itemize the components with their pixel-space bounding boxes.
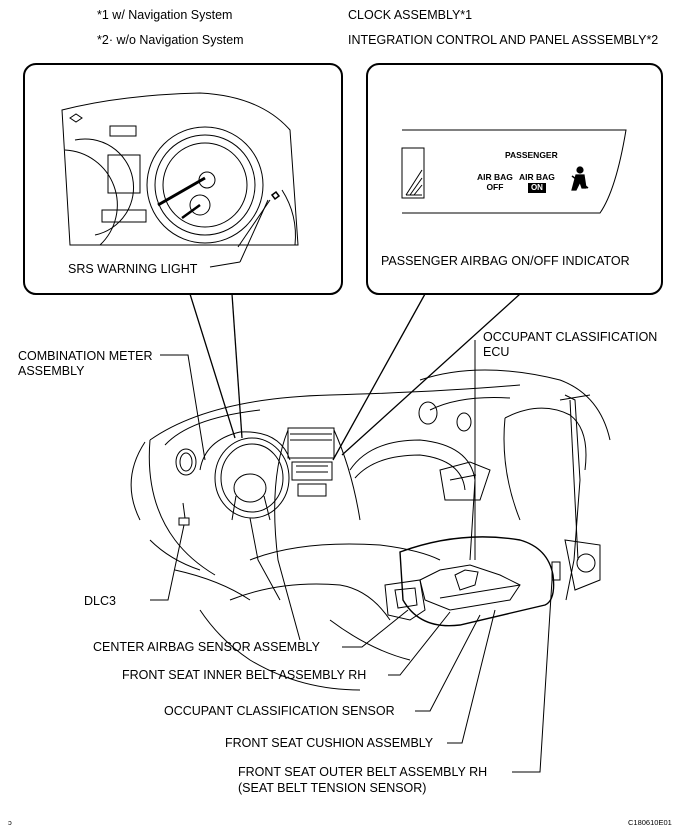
inset-leader-1 xyxy=(189,293,236,439)
seat-cushion-outline xyxy=(399,536,555,627)
label-combination-meter-line2: ASSEMBLY xyxy=(18,364,85,378)
indicator-airbag-off-line1: AIR BAG xyxy=(477,172,513,182)
label-inner-belt: FRONT SEAT INNER BELT ASSEMBLY RH xyxy=(122,668,367,682)
indicator-airbag-on-line1: AIR BAG xyxy=(519,172,555,182)
label-occupant-ecu-line1: OCCUPANT CLASSIFICATION xyxy=(483,330,658,344)
indicator-passenger-text: PASSENGER xyxy=(505,150,558,160)
label-outer-belt-line2: (SEAT BELT TENSION SENSOR) xyxy=(238,781,427,795)
indicator-airbag-off-line2: OFF xyxy=(486,182,504,192)
seatbelt-icon xyxy=(571,166,589,191)
label-combination-meter-line1: COMBINATION METER xyxy=(18,349,153,363)
label-passenger-airbag-indicator: PASSENGER AIRBAG ON/OFF INDICATOR xyxy=(381,254,630,268)
label-center-airbag-sensor: CENTER AIRBAG SENSOR ASSEMBLY xyxy=(93,640,320,654)
callout-lines xyxy=(150,340,553,773)
meter-inset-box xyxy=(23,63,343,295)
combination-meter-drawing xyxy=(61,92,299,268)
indicator-airbag-on: AIR BAG ON xyxy=(519,172,555,193)
label-integration-panel: INTEGRATION CONTROL AND PANEL ASSSEMBLY*… xyxy=(348,33,659,47)
label-occupant-sensor: OCCUPANT CLASSIFICATION SENSOR xyxy=(164,704,395,718)
note-no-navigation: *2· w/o Navigation System xyxy=(97,33,244,47)
inset-leader-3 xyxy=(332,293,426,461)
cabin-drawing xyxy=(130,369,611,691)
label-outer-belt-line1: FRONT SEAT OUTER BELT ASSEMBLY RH xyxy=(238,765,488,779)
note-navigation: *1 w/ Navigation System xyxy=(97,8,233,22)
figure-code: C180610E01 xyxy=(628,818,672,827)
label-clock-assembly: CLOCK ASSEMBLY*1 xyxy=(348,8,473,22)
label-seat-cushion: FRONT SEAT CUSHION ASSEMBLY xyxy=(225,736,434,750)
inset-leader-4 xyxy=(341,293,521,456)
label-occupant-ecu-line2: ECU xyxy=(483,345,510,359)
indicator-panel-drawing xyxy=(401,129,627,214)
label-dlc3: DLC3 xyxy=(84,594,116,608)
indicator-airbag-off: AIR BAG OFF xyxy=(477,172,513,192)
inset-leader-2 xyxy=(231,293,243,439)
indicator-on-badge: ON xyxy=(527,183,546,193)
indicator-inset-box xyxy=(366,63,663,295)
page-mark: ͻ xyxy=(8,818,12,827)
label-srs-warning-light: SRS WARNING LIGHT xyxy=(68,262,198,276)
